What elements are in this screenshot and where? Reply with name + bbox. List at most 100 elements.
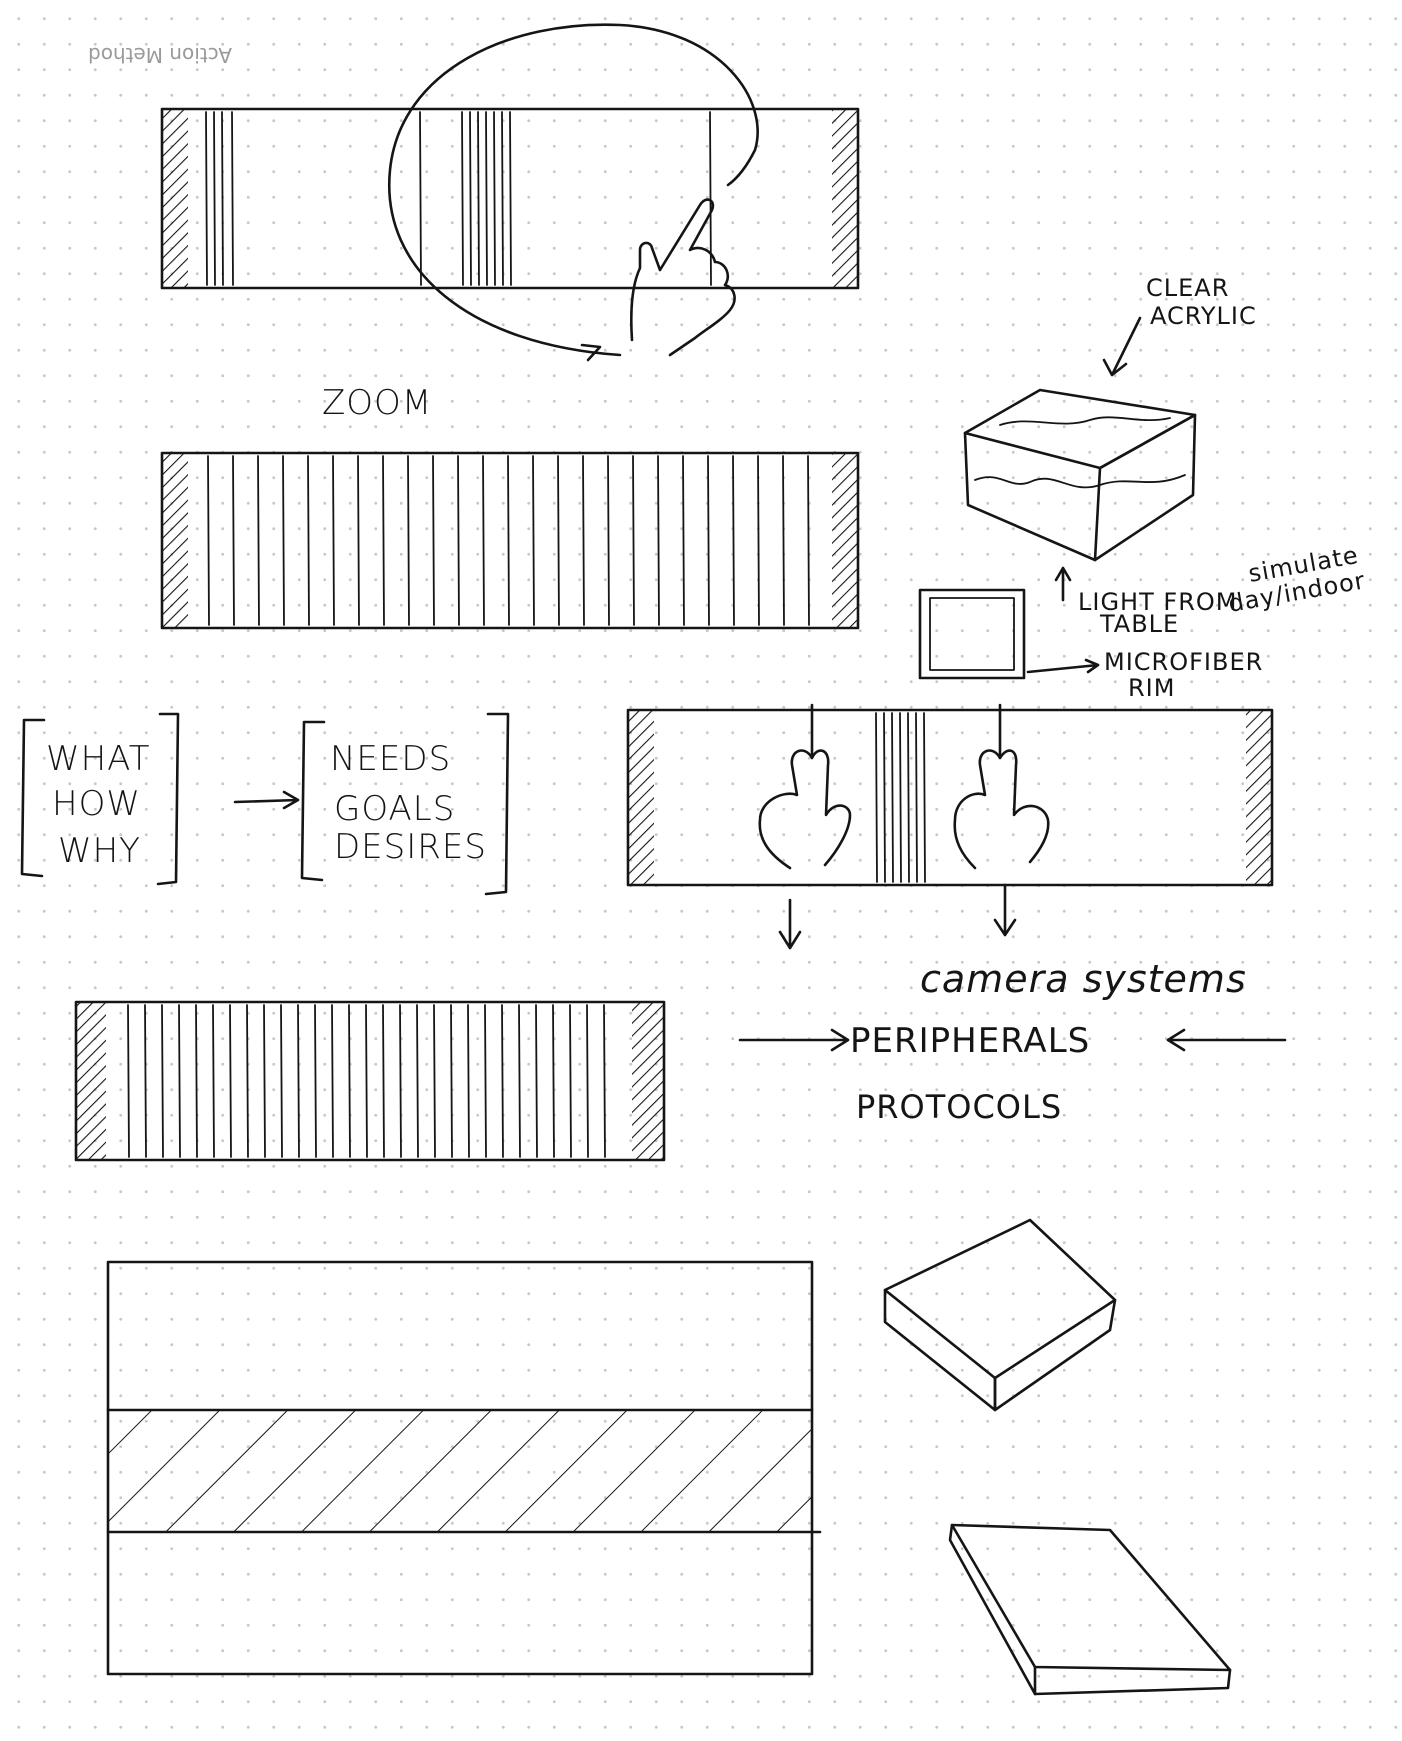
bracket-item-desires: DESIRES <box>334 827 487 867</box>
microfiber-inner <box>929 597 1015 671</box>
slat-line <box>232 455 235 626</box>
strip-zoom-sketch: ZOOM <box>160 23 860 423</box>
slat-line <box>282 455 285 626</box>
strip-left-hatch <box>162 453 188 628</box>
bracket-item-how: HOW <box>52 784 141 824</box>
slat-line <box>332 455 335 626</box>
slat-line <box>382 455 385 626</box>
slat-line <box>732 455 735 626</box>
slat-line <box>205 111 208 286</box>
cube-sketch <box>883 1218 1117 1412</box>
strip-right-hatch <box>832 453 858 628</box>
box-contents-wave <box>974 474 1186 489</box>
label-zoom: ZOOM <box>322 383 432 423</box>
slat-line <box>535 1004 538 1158</box>
label-camera-systems: camera systems <box>920 957 1247 1001</box>
slat-line <box>501 111 504 286</box>
slat-line <box>207 455 210 626</box>
left-hand-icon <box>758 703 852 870</box>
microfiber-outer <box>918 588 1026 680</box>
label-peripherals: PERIPHERALS <box>850 1021 1090 1061</box>
clear-arrow <box>1102 316 1142 377</box>
label-table: TABLE <box>1099 610 1179 638</box>
slat-line <box>532 455 535 626</box>
slat-line <box>467 1004 470 1158</box>
slab-top <box>950 1523 1232 1672</box>
strip-frame <box>626 708 1274 887</box>
bracket-item-why: WHY <box>58 831 141 871</box>
strip-frame <box>74 1000 666 1162</box>
bracket-sketch: WHAT HOW WHY NEEDS GOALS DESIRES <box>20 712 510 896</box>
slat-line <box>485 111 488 286</box>
brand-watermark: Action Method <box>88 43 232 64</box>
slat-line <box>221 111 224 286</box>
box-side <box>1093 413 1197 562</box>
light-arrow <box>1054 566 1072 602</box>
slat-line <box>229 1004 232 1158</box>
slat-line <box>127 1004 130 1158</box>
slat-line <box>509 111 512 286</box>
cube-top <box>883 1218 1117 1380</box>
slat-line <box>348 1004 351 1158</box>
slat-line <box>365 1004 368 1158</box>
slat-line <box>457 455 460 626</box>
slat-line <box>501 1004 504 1158</box>
slat-line <box>899 712 902 883</box>
slat-line <box>707 455 710 626</box>
microfiber-sketch: MICROFIBER RIM <box>918 588 1262 702</box>
slat-line <box>482 455 485 626</box>
slat-line <box>416 1004 419 1158</box>
peripherals-sketch: camera systems PERIPHERALS PROTOCOLS <box>738 957 1287 1126</box>
bracket-right-close <box>484 712 510 896</box>
slat-line <box>557 455 560 626</box>
cube-side <box>993 1298 1117 1412</box>
microfiber-arrow <box>1026 658 1100 674</box>
strip-slats <box>127 1004 606 1158</box>
slat-line <box>307 455 310 626</box>
box-front <box>963 431 1102 562</box>
slat-line <box>419 111 422 286</box>
slat-line <box>213 111 216 286</box>
slat-line <box>280 1004 283 1158</box>
slat-line <box>433 1004 436 1158</box>
strip-two-hands-sketch <box>626 703 1274 950</box>
slat-line <box>586 1004 589 1158</box>
slat-line <box>657 455 660 626</box>
slab-side <box>1033 1668 1232 1696</box>
slat-line <box>682 455 685 626</box>
slat-line <box>357 455 360 626</box>
slat-line <box>477 111 480 286</box>
hand-outline <box>629 198 736 357</box>
pinch-hand-icon <box>629 198 736 357</box>
brand-watermark-text: Action Method <box>88 43 232 64</box>
slat-line <box>875 712 878 883</box>
bracket-item-needs: NEEDS <box>330 739 451 779</box>
slat-line <box>407 455 410 626</box>
strip-left-hatch <box>162 109 188 288</box>
slat-line <box>399 1004 402 1158</box>
slat-line <box>314 1004 317 1158</box>
strip-full-sketch <box>160 451 860 630</box>
left-hand-arrow <box>778 898 802 950</box>
slat-line <box>461 111 464 286</box>
slat-line <box>552 1004 555 1158</box>
zoom-circle <box>387 23 759 357</box>
zoom-arrow-head <box>580 343 602 362</box>
slat-line <box>582 455 585 626</box>
slat-line <box>246 1004 249 1158</box>
panel-band-hatch <box>108 1410 812 1532</box>
label-rim: RIM <box>1128 674 1175 702</box>
strip-right-hatch <box>1246 710 1272 885</box>
cube-front <box>883 1288 997 1412</box>
slat-line <box>195 1004 198 1158</box>
slat-line <box>297 1004 300 1158</box>
slab-front <box>948 1523 1037 1696</box>
slat-line <box>883 712 886 883</box>
box-top-wave <box>999 416 1171 426</box>
label-protocols: PROTOCOLS <box>856 1088 1062 1126</box>
strip-slats <box>205 111 712 286</box>
slat-line <box>607 455 610 626</box>
strip-left-hatch <box>628 710 654 885</box>
slat-line <box>507 455 510 626</box>
right-hand-icon <box>953 703 1050 870</box>
